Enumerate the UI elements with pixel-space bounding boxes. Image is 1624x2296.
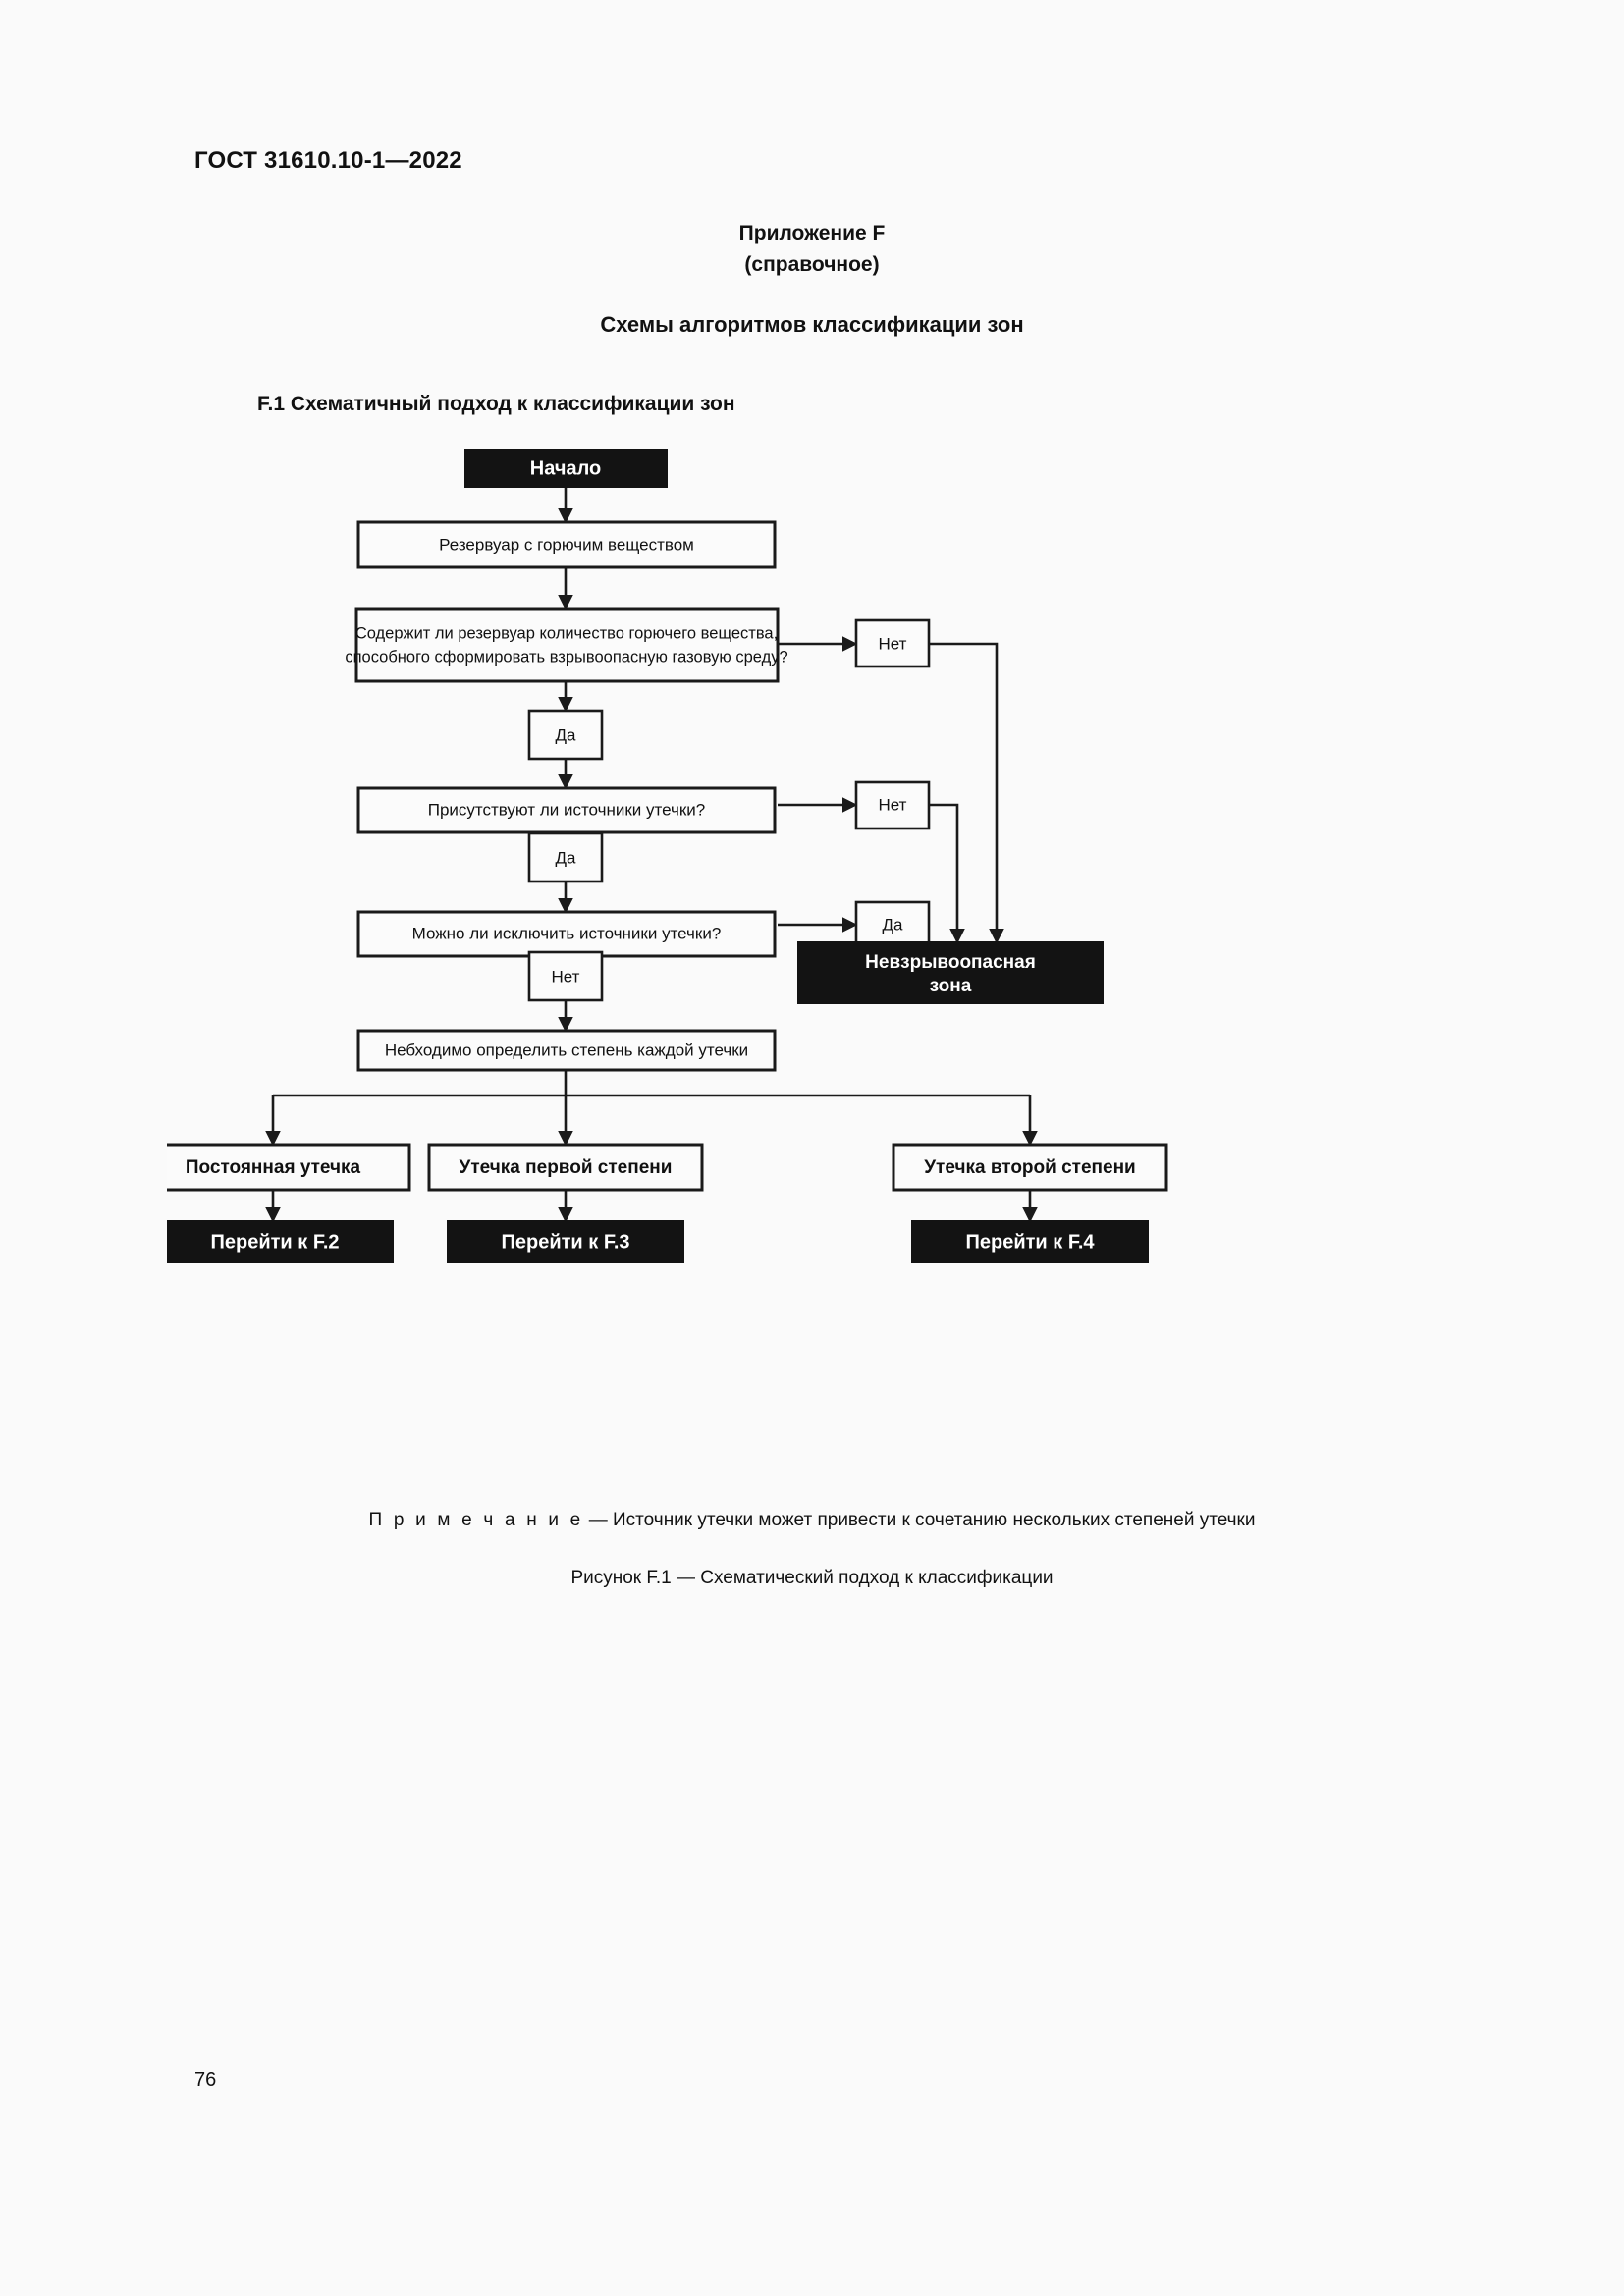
- node-branch1-target: Перейти к F.2: [167, 1220, 394, 1263]
- node-decision2-label: Присутствуют ли источники утечки?: [428, 800, 706, 819]
- node-branch-secondary-leak: Утечка второй степени: [892, 1143, 1168, 1192]
- node-vessel: Резервуар с горючим веществом: [356, 520, 777, 569]
- section-heading-f1: F.1 Схематичный подход к классификации з…: [257, 393, 735, 415]
- annex-subtitle: (справочное): [744, 253, 880, 276]
- node-decision2-yes: Да: [527, 831, 604, 883]
- node-decision2-no-label: Нет: [879, 795, 907, 814]
- node-branch-continuous-leak: Постоянная утечка: [167, 1143, 411, 1192]
- node-decision1-no-label: Нет: [879, 634, 907, 653]
- node-branch3-target-label: Перейти к F.4: [965, 1231, 1095, 1253]
- node-decision1-line2: способного сформировать взрывоопасную га…: [345, 648, 787, 666]
- node-safe-zone-line1: Невзрывоопасная: [865, 952, 1036, 973]
- node-start: Начало: [464, 449, 668, 488]
- figure-note: П р и м е ч а н и е — Источник утечки мо…: [0, 1510, 1624, 1531]
- document-header: ГОСТ 31610.10-1—2022: [194, 147, 462, 174]
- node-decision3-no: Нет: [527, 950, 604, 1002]
- node-safe-zone-line2: зона: [930, 976, 972, 996]
- node-branch2-target: Перейти к F.3: [447, 1220, 684, 1263]
- node-decision-sources-present: Присутствуют ли источники утечки?: [356, 786, 777, 834]
- node-determine-grade: Небходимо определить степень каждой утеч…: [356, 1029, 777, 1072]
- node-branch3-target: Перейти к F.4: [911, 1220, 1149, 1263]
- flowchart-f1: Начало Резервуар с горючим веществом Сод…: [167, 440, 1473, 1480]
- node-determine-grade-label: Небходимо определить степень каждой утеч…: [385, 1041, 748, 1059]
- annex-title: Приложение F: [738, 222, 886, 244]
- node-branch2-target-label: Перейти к F.3: [501, 1231, 629, 1253]
- annex-title-block: Приложение F (справочное): [0, 218, 1624, 280]
- node-decision2-no: Нет: [854, 780, 931, 830]
- node-decision1-no: Нет: [854, 618, 931, 668]
- connector-no1-to-safe-zone: [928, 642, 1004, 944]
- connector-no2-to-safe-zone: [928, 803, 965, 944]
- node-vessel-label: Резервуар с горючим веществом: [439, 535, 694, 554]
- annex-heading: Схемы алгоритмов классификации зон: [600, 312, 1024, 337]
- node-branch-primary-leak: Утечка первой степени: [427, 1143, 704, 1192]
- node-decision3-label: Можно ли исключить источники утечки?: [412, 924, 722, 942]
- node-branch1-label: Постоянная утечка: [186, 1157, 361, 1178]
- node-decision2-yes-label: Да: [556, 848, 577, 867]
- figure-note-lead: П р и м е ч а н и е: [368, 1510, 584, 1530]
- node-decision-exclude-sources: Можно ли исключить источники утечки?: [356, 910, 777, 958]
- node-decision1-yes: Да: [527, 709, 604, 761]
- node-branch1-target-label: Перейти к F.2: [210, 1231, 339, 1253]
- page-number: 76: [194, 2069, 217, 2091]
- node-decision1-yes-label: Да: [556, 725, 577, 744]
- node-safe-zone: Невзрывоопасная зона: [797, 941, 1104, 1004]
- figure-caption: Рисунок F.1 — Схематический подход к кла…: [570, 1568, 1054, 1588]
- figure-note-body: — Источник утечки может привести к сочет…: [583, 1510, 1256, 1530]
- node-start-label: Начало: [530, 457, 601, 479]
- node-decision-vessel-content: Содержит ли резервуар количество горючег…: [345, 607, 788, 683]
- node-decision3-yes: Да: [854, 900, 931, 950]
- node-decision3-yes-label: Да: [883, 915, 904, 934]
- node-branch2-label: Утечка первой степени: [460, 1157, 673, 1178]
- node-branch3-label: Утечка второй степени: [924, 1157, 1136, 1178]
- node-decision1-line1: Содержит ли резервуар количество горючег…: [355, 624, 778, 642]
- node-decision3-no-label: Нет: [552, 967, 580, 986]
